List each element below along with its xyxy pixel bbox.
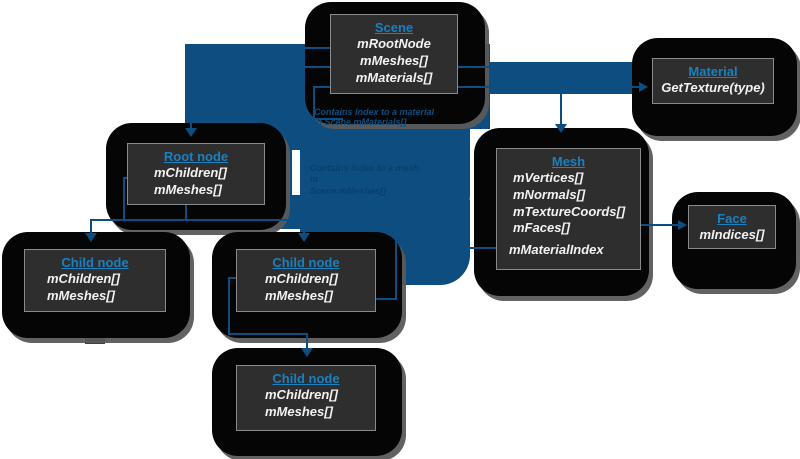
child-node-bottom-field-mchildren: mChildren[] xyxy=(265,387,338,403)
panel-mesh: Mesh mVertices[] mNormals[] mTextureCoor… xyxy=(496,148,641,270)
child-node-bottom-field-mmeshes: mMeshes[] xyxy=(265,403,333,419)
arrow-root-to-child-left xyxy=(85,233,97,242)
mesh-title: Mesh xyxy=(551,154,586,169)
panel-child-node-left: Child node mChildren[] mMeshes[] xyxy=(24,249,166,312)
child-node-left-field-mmeshes: mMeshes[] xyxy=(47,287,115,303)
line-rootchildren-bus xyxy=(90,219,305,221)
mesh-field-mvertices: mVertices[] xyxy=(513,170,584,186)
child-node-left-field-mchildren: mChildren[] xyxy=(47,271,120,287)
gap-sliver-a xyxy=(292,150,300,195)
panel-child-node-bottom: Child node mChildren[] mMeshes[] xyxy=(236,365,376,431)
mesh-field-mmaterialindex: mMaterialIndex xyxy=(509,241,604,257)
line-to-child-left-v xyxy=(90,219,92,237)
root-node-field-mchildren: mChildren[] xyxy=(154,165,227,181)
panel-root-node: Root node mChildren[] mMeshes[] xyxy=(127,143,265,205)
panel-material: Material GetTexture(type) xyxy=(652,58,774,104)
mesh-field-mtexturecoords: mTextureCoords[] xyxy=(513,203,626,219)
line-rootnode-v xyxy=(190,47,192,132)
line-mmeshes-v xyxy=(560,66,562,128)
panel-scene: Scene mRootNode mMeshes[] mMaterials[] xyxy=(330,14,458,94)
line-to-child-mid-v xyxy=(303,219,305,237)
line-mmaterials-h xyxy=(436,86,641,88)
line-materialindex-h xyxy=(455,247,510,249)
line-midmeshes-v xyxy=(395,236,397,300)
line-to-child-bottom-v xyxy=(306,333,308,351)
gap-sliver-b xyxy=(191,363,198,385)
face-field-mindices: mIndices[] xyxy=(699,227,765,243)
line-mmaterials-in xyxy=(313,86,340,88)
panel-child-node-mid: Child node mChildren[] mMeshes[] xyxy=(236,249,376,312)
line-mmeshes-in xyxy=(300,66,340,68)
arrow-scene-to-material xyxy=(639,82,648,92)
arrow-mid-to-child-bottom xyxy=(301,348,313,357)
arrow-root-to-child-mid xyxy=(298,233,310,242)
line-annot-material-v xyxy=(313,86,315,120)
mesh-field-mfaces: mFaces[] xyxy=(513,220,571,236)
child-node-mid-field-mmeshes: mMeshes[] xyxy=(265,287,333,303)
line-mmeshes-h xyxy=(432,66,562,68)
mesh-field-mnormals: mNormals[] xyxy=(513,186,586,202)
scene-field-mmeshes: mMeshes[] xyxy=(360,52,428,68)
annotation-material-index: Contains index to a material in Scene.mM… xyxy=(314,107,435,128)
root-node-title: Root node xyxy=(163,149,229,164)
face-title: Face xyxy=(717,211,747,226)
scene-title: Scene xyxy=(374,20,414,35)
child-node-mid-field-mchildren: mChildren[] xyxy=(265,271,338,287)
root-node-field-mmeshes: mMeshes[] xyxy=(154,181,222,197)
arrow-scene-to-mesh xyxy=(555,124,567,133)
line-rootnode-h2 xyxy=(190,47,302,49)
child-node-mid-title: Child node xyxy=(272,255,340,270)
line-rootnode-h xyxy=(300,47,345,49)
line-annot-material-h xyxy=(313,118,343,120)
child-node-left-title: Child node xyxy=(61,255,129,270)
child-node-bottom-title: Child node xyxy=(272,371,340,386)
panel-face: Face mIndices[] xyxy=(688,205,776,249)
arrow-mesh-to-face xyxy=(678,220,687,230)
line-midchildren-bus xyxy=(228,333,308,335)
material-title: Material xyxy=(688,64,738,79)
scene-field-mrootnode: mRootNode xyxy=(357,36,431,52)
line-rootchildren-v xyxy=(123,177,125,221)
annotation-mesh-index: Contains index to a mesh in Scene.mMeshe… xyxy=(310,163,420,196)
arrow-scene-to-root-node xyxy=(185,128,197,137)
gap-sliver-c xyxy=(208,363,215,385)
scene-field-mmaterials: mMaterials[] xyxy=(355,69,433,85)
material-field-gettexture: GetTexture(type) xyxy=(661,80,765,96)
line-midchildren-v xyxy=(228,277,230,335)
